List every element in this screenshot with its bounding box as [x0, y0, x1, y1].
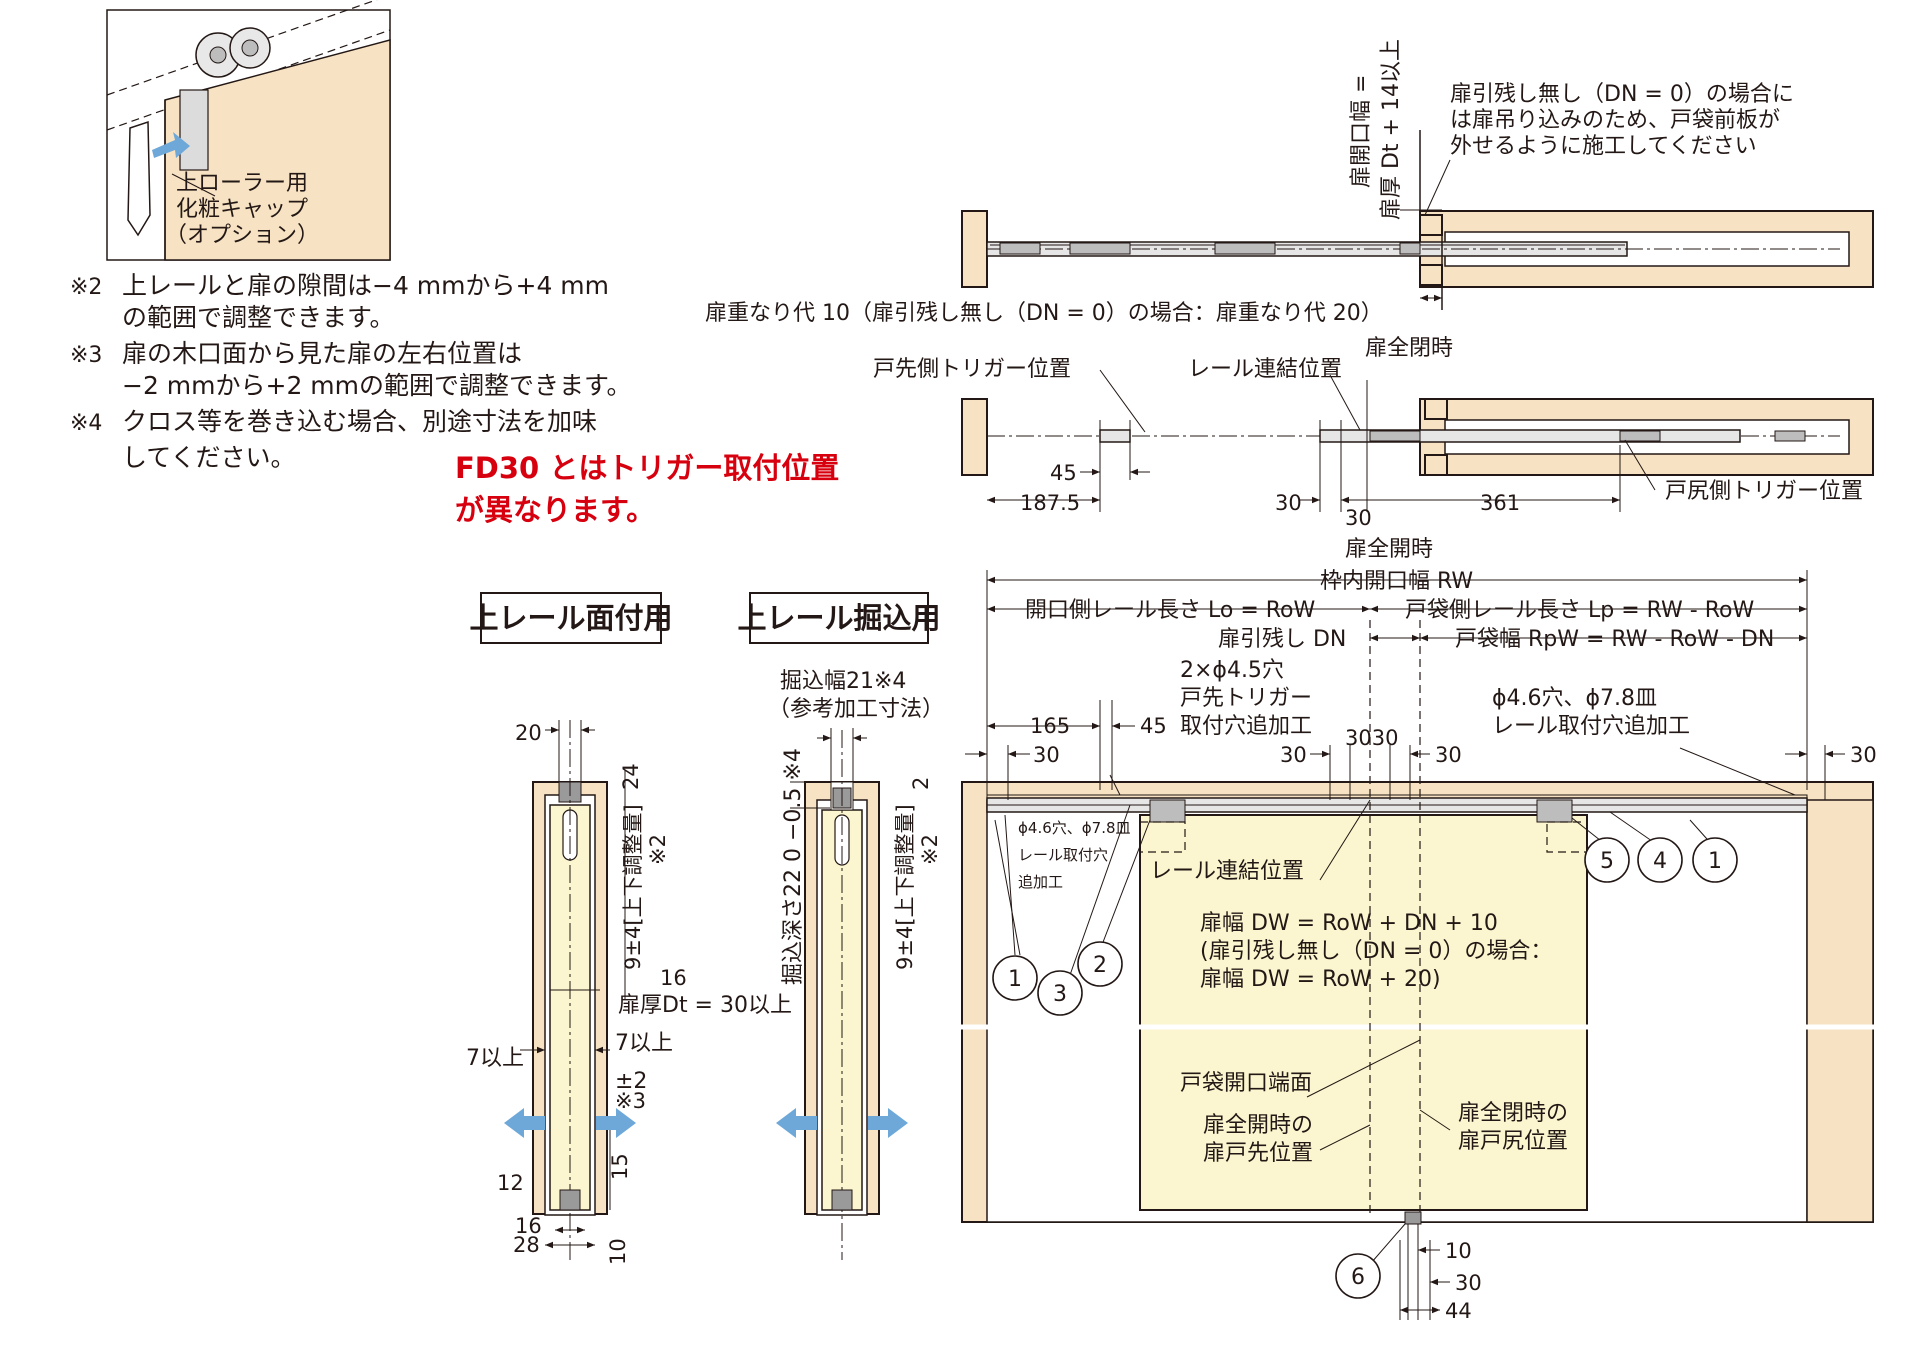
- mid-dim-361: 361: [1480, 491, 1520, 515]
- elev-small-hole-2: レール取付穴: [1018, 846, 1108, 864]
- callout-1-left: 1: [1008, 967, 1022, 992]
- note3-line2: −2 mmから+2 mmの範囲で調整できます。: [122, 371, 632, 400]
- section-recessed-drawing: [776, 728, 908, 1260]
- note2-line2: の範囲で調整できます。: [122, 303, 395, 332]
- elev-rpw: 戸袋幅 RpW = RW - RoW - DN: [1455, 627, 1774, 652]
- note4-line1: クロス等を巻き込む場合、別途寸法を加味: [122, 407, 597, 436]
- elev-open-2: 扉戸先位置: [1203, 1141, 1313, 1166]
- top-callout-1: 扉引残し無し（DN = 0）の場合に: [1450, 82, 1794, 107]
- face-mark2: ※2: [646, 834, 670, 865]
- face-dim-12: 12: [497, 1171, 524, 1195]
- face-dim-24: 24: [619, 763, 643, 790]
- elev-small-hole-3: 追加工: [1018, 873, 1063, 891]
- face-dim-16: 16: [660, 966, 687, 990]
- recessed-width-1: 掘込幅21※4: [780, 669, 906, 694]
- elev-lp: 戸袋側レール長さ Lp = RW - RoW: [1405, 598, 1754, 623]
- elev-rw: 枠内開口幅 RW: [1320, 569, 1473, 594]
- callout-2: 2: [1093, 953, 1107, 978]
- face-mark3: ※3: [615, 1089, 646, 1113]
- note3-mark: ※3: [70, 343, 102, 368]
- elev-dim-30m: 30: [1280, 743, 1307, 767]
- section-recessed-title: 上レール掘込用: [737, 601, 940, 635]
- recessed-mark2: ※2: [918, 834, 942, 865]
- face-thickness: 扉厚Dt = 30以上: [618, 993, 792, 1018]
- section-face-title: 上レール面付用: [469, 601, 672, 635]
- callout-5: 5: [1600, 849, 1614, 874]
- top-callout-3: 外せるように施工してください: [1450, 134, 1757, 159]
- face-dim-15: 15: [608, 1153, 632, 1180]
- elev-lo: 開口側レール長さ Lo = RoW: [1025, 598, 1316, 623]
- elevation-drawing: [960, 570, 1880, 1320]
- elev-rail-holes-2: レール取付穴追加工: [1492, 714, 1690, 739]
- elev-front-holes-3: 取付穴追加工: [1180, 714, 1312, 739]
- note2-line1: 上レールと扉の隙間は−4 mmから+4 mm: [122, 271, 609, 300]
- red-note-line2: が異なります。: [455, 493, 655, 527]
- elev-dim-30rr: 30: [1850, 743, 1877, 767]
- elev-dim-44: 44: [1445, 1299, 1472, 1323]
- top-vertical-label-1: 扉開口幅 =: [1349, 75, 1374, 188]
- mid-fully-open: 扉全開時: [1345, 537, 1433, 562]
- face-min7b: 7以上: [615, 1031, 673, 1056]
- elev-rail-joint: レール連結位置: [1150, 859, 1304, 884]
- inset-caption-2: 化粧キャップ: [176, 197, 308, 222]
- callout-6: 6: [1351, 1265, 1365, 1290]
- mid-rail-joint: レール連結位置: [1188, 357, 1342, 382]
- recessed-depth: 掘込深さ22 0 −0.5 ※4: [781, 748, 806, 985]
- inset-caption-1: 上ローラー用: [176, 171, 308, 196]
- recessed-adjust: 9±4[上下調整量]: [893, 804, 917, 970]
- elev-dim-30: 30: [1455, 1271, 1482, 1295]
- elev-dim-30r: 30: [1435, 743, 1462, 767]
- elev-dim-45: 45: [1140, 714, 1167, 738]
- mid-rear-trigger: 戸尻側トリガー位置: [1665, 479, 1863, 504]
- mid-front-trigger: 戸先側トリガー位置: [873, 357, 1071, 382]
- face-dim-28: 28: [513, 1233, 540, 1257]
- face-adjust: 9±4[上下調整量]: [621, 804, 645, 970]
- face-dim-20: 20: [515, 721, 542, 745]
- recessed-dim-2: 2: [909, 777, 933, 790]
- note4-line2: してください。: [122, 443, 296, 472]
- top-plan-view: [961, 130, 1874, 310]
- mid-fully-closed: 扉全閉時: [1365, 336, 1453, 361]
- elev-closed-2: 扉戸尻位置: [1458, 1129, 1568, 1154]
- elev-front-holes-2: 戸先トリガー: [1180, 686, 1312, 711]
- red-note-line1: FD30 とはトリガー取付位置: [455, 451, 839, 485]
- elev-small-hole-1: ϕ4.6穴、ϕ7.8皿: [1018, 819, 1131, 837]
- elev-closed-1: 扉全閉時の: [1458, 1101, 1568, 1126]
- elev-door-width-3: 扉幅 DW = RoW + 20): [1200, 967, 1441, 992]
- elev-dim-30l: 30: [1033, 743, 1060, 767]
- callout-1-right: 1: [1708, 849, 1722, 874]
- elev-door-width-1: 扉幅 DW = RoW + DN + 10: [1200, 911, 1498, 936]
- elev-dn: 扉引残し DN: [1218, 627, 1346, 652]
- top-vertical-label-2: 扉厚 Dt + 14以上: [1379, 39, 1404, 220]
- elev-rail-holes-1: ϕ4.6穴、ϕ7.8皿: [1492, 686, 1657, 711]
- section-face-drawing: [504, 720, 636, 1260]
- callout-4: 4: [1653, 849, 1667, 874]
- mid-dim-30a: 30: [1275, 491, 1302, 515]
- face-min7a: 7以上: [466, 1046, 524, 1071]
- elev-open-1: 扉全開時の: [1203, 1113, 1313, 1138]
- recessed-width-2: （参考加工寸法）: [768, 697, 944, 722]
- face-pm2: ±2: [615, 1069, 647, 1094]
- mid-dim-45: 45: [1050, 461, 1077, 485]
- mid-dim-187: 187.5: [1020, 491, 1080, 515]
- mid-dim-30b: 30: [1345, 506, 1372, 530]
- elev-dim-3030: 3030: [1345, 726, 1398, 750]
- elev-pocket-edge: 戸袋開口端面: [1180, 1071, 1312, 1096]
- elev-front-holes-1: 2×ϕ4.5穴: [1180, 658, 1284, 683]
- top-callout-2: は扉吊り込みのため、戸袋前板が: [1450, 108, 1780, 133]
- note3-line1: 扉の木口面から見た扉の左右位置は: [122, 339, 522, 368]
- inset-caption-3: （オプション）: [165, 223, 319, 248]
- inset-illustration: [106, 0, 391, 261]
- callout-3: 3: [1053, 982, 1067, 1007]
- elev-door-width-2: (扉引残し無し（DN = 0）の場合：: [1200, 939, 1552, 964]
- elev-dim-10: 10: [1445, 1239, 1472, 1263]
- note2-mark: ※2: [70, 275, 102, 300]
- face-dim-16b: 16: [515, 1214, 542, 1238]
- mid-plan-view: [961, 369, 1874, 512]
- elev-dim-165: 165: [1030, 714, 1070, 738]
- note4-mark: ※4: [70, 411, 102, 436]
- face-dim-10: 10: [606, 1238, 630, 1265]
- top-overlap-label: 扉重なり代 10（扉引残し無し（DN = 0）の場合：扉重なり代 20）: [705, 301, 1383, 326]
